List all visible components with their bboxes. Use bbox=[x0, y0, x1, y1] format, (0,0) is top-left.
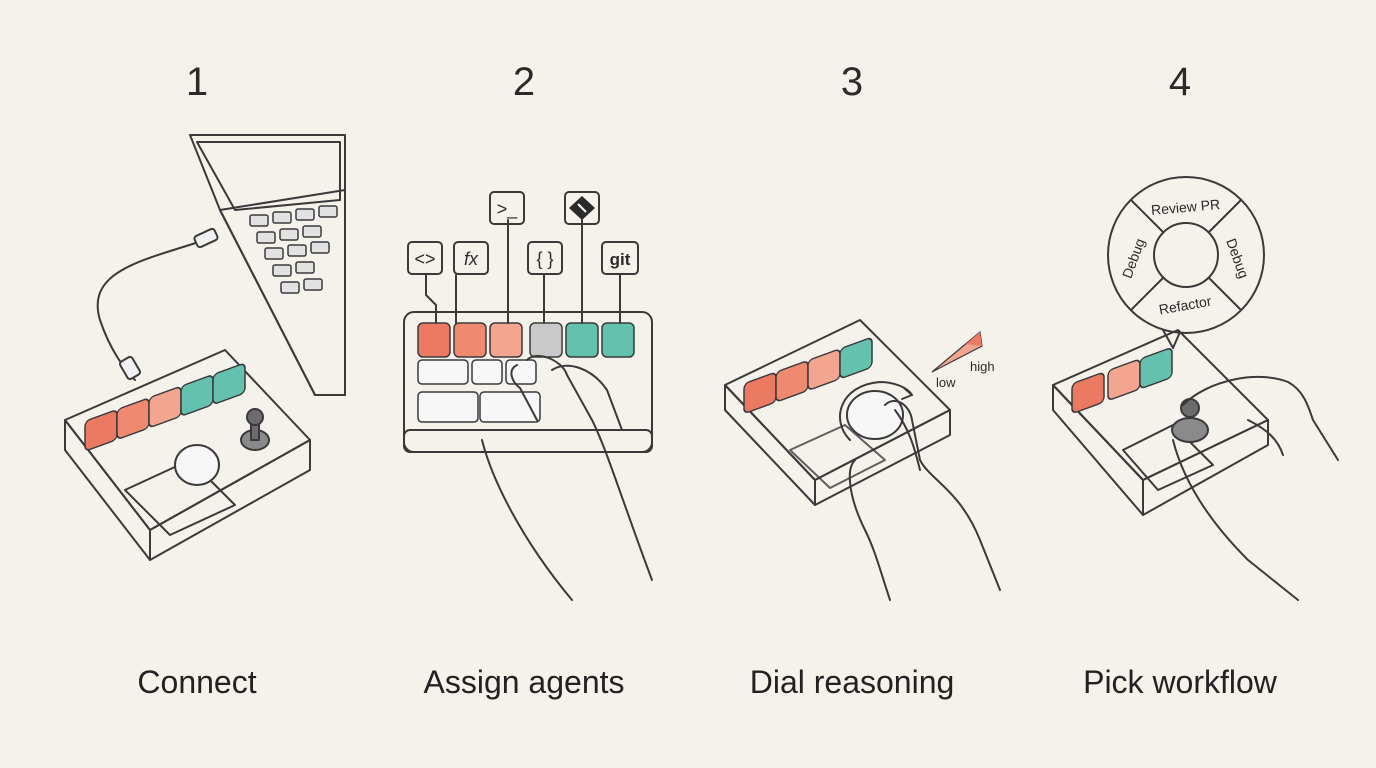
code-brackets-icon: <> bbox=[407, 241, 443, 275]
workflow-radial-menu: Review PR Debug Refactor Debug bbox=[1107, 176, 1265, 349]
step-connect: 1 bbox=[25, 0, 369, 768]
git-icon: git bbox=[601, 241, 639, 275]
terminal-icon: >_ bbox=[489, 191, 525, 225]
step-dial-reasoning: 3 low high Dial reasoning bbox=[680, 0, 1024, 768]
svg-text:<>: <> bbox=[414, 249, 435, 269]
pick-workflow-illustration: Review PR Debug Refactor Debug bbox=[1052, 176, 1339, 601]
step-caption: Pick workflow bbox=[1083, 664, 1277, 700]
segment-debug-right: Debug bbox=[1223, 236, 1252, 280]
svg-text:fx: fx bbox=[464, 249, 479, 269]
assign-agents-illustration: <> fx >_ { } git bbox=[403, 191, 653, 601]
step-caption: Dial reasoning bbox=[749, 664, 955, 700]
segment-refactor: Refactor bbox=[1158, 293, 1213, 318]
segment-debug-left: Debug bbox=[1119, 236, 1148, 280]
dial-high-label: high bbox=[970, 359, 995, 374]
joystick-icon bbox=[1171, 417, 1209, 443]
reasoning-gauge: low high bbox=[931, 330, 995, 390]
git-diamond-icon bbox=[564, 191, 600, 225]
function-icon: fx bbox=[453, 241, 489, 275]
step-number: 4 bbox=[1168, 60, 1192, 104]
hand-icon bbox=[481, 355, 653, 601]
dial-reasoning-illustration: low high bbox=[724, 319, 1001, 601]
dial-knob bbox=[846, 390, 904, 440]
step-number: 2 bbox=[512, 60, 536, 104]
step-number: 1 bbox=[185, 60, 209, 104]
step-assign-agents: 2 <> bbox=[352, 0, 696, 768]
curly-braces-icon: { } bbox=[527, 241, 563, 275]
svg-text:{ }: { } bbox=[536, 249, 553, 269]
step-caption: Assign agents bbox=[423, 664, 625, 700]
svg-text:>_: >_ bbox=[497, 199, 519, 220]
dial-low-label: low bbox=[936, 375, 956, 390]
segment-review-pr: Review PR bbox=[1150, 196, 1220, 218]
step-number: 3 bbox=[840, 60, 864, 104]
laptop-icon bbox=[189, 134, 346, 396]
svg-text:git: git bbox=[610, 250, 631, 269]
step-caption: Connect bbox=[137, 664, 257, 700]
connect-illustration bbox=[64, 134, 346, 561]
step-pick-workflow: 4 Review PR Debug Refactor Debug bbox=[1008, 0, 1352, 768]
macro-pad-device bbox=[64, 349, 311, 561]
